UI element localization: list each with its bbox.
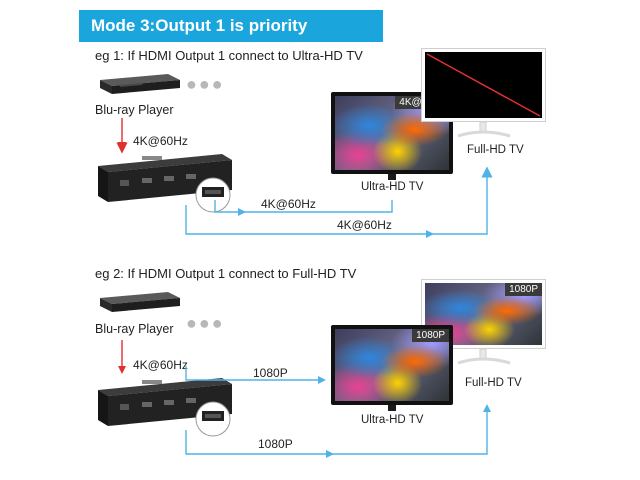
full-hd-tv-label: Full-HD TV — [467, 144, 524, 156]
arrow-head — [483, 404, 491, 412]
output-2-line — [185, 166, 493, 235]
full-hd-tv-monitor — [421, 48, 546, 122]
output-2-rate-label: 1080P — [258, 437, 293, 451]
hdmi-port-zoom-icon — [195, 177, 231, 213]
output-1-line — [214, 200, 393, 213]
hdmi-port-zoom-icon — [195, 401, 231, 437]
arrow-head — [426, 230, 434, 238]
full-hd-tv-label: Full-HD TV — [465, 377, 522, 389]
arrow-head — [326, 450, 334, 458]
monitor-screen: 1080P — [425, 283, 542, 345]
resolution-badge: 1080P — [412, 329, 449, 342]
ultra-hd-tv-monitor: 1080P — [331, 325, 453, 405]
ellipsis-icon: ●●● — [186, 313, 225, 333]
monitor-stand — [388, 405, 396, 411]
blu-ray-player-icon — [100, 74, 180, 94]
arrow-head — [118, 366, 126, 374]
output-1-rate-label: 1080P — [253, 366, 288, 380]
output-1-rate-label: 4K@60Hz — [261, 197, 316, 211]
source-label: Blu-ray Player — [95, 322, 174, 336]
example-2-caption: eg 2: If HDMI Output 1 connect to Full-H… — [95, 266, 357, 281]
mode-title-banner: Mode 3:Output 1 is priority — [79, 10, 383, 42]
output-2-rate-label: 4K@60Hz — [337, 218, 392, 232]
monitor-stand — [457, 122, 511, 138]
blu-ray-player-icon — [100, 292, 180, 312]
input-rate-label: 4K@60Hz — [133, 358, 188, 372]
arrow-head — [118, 142, 126, 150]
resolution-badge: 1080P — [505, 283, 542, 296]
output-2-line — [185, 410, 488, 455]
ultra-hd-tv-label: Ultra-HD TV — [361, 414, 424, 426]
ellipsis-icon: ●●● — [186, 74, 225, 94]
ultra-hd-tv-label: Ultra-HD TV — [361, 181, 424, 193]
input-rate-label: 4K@60Hz — [133, 134, 188, 148]
example-1-caption: eg 1: If HDMI Output 1 connect to Ultra-… — [95, 48, 363, 63]
arrow-head — [483, 168, 491, 176]
arrow-head — [318, 376, 326, 384]
monitor-stand — [388, 174, 396, 180]
monitor-screen: 1080P — [335, 329, 449, 401]
monitor-stand — [457, 349, 511, 365]
source-label: Blu-ray Player — [95, 103, 174, 117]
no-signal-screen — [425, 52, 542, 118]
output-1-line — [185, 366, 322, 381]
arrow-head — [238, 208, 246, 216]
